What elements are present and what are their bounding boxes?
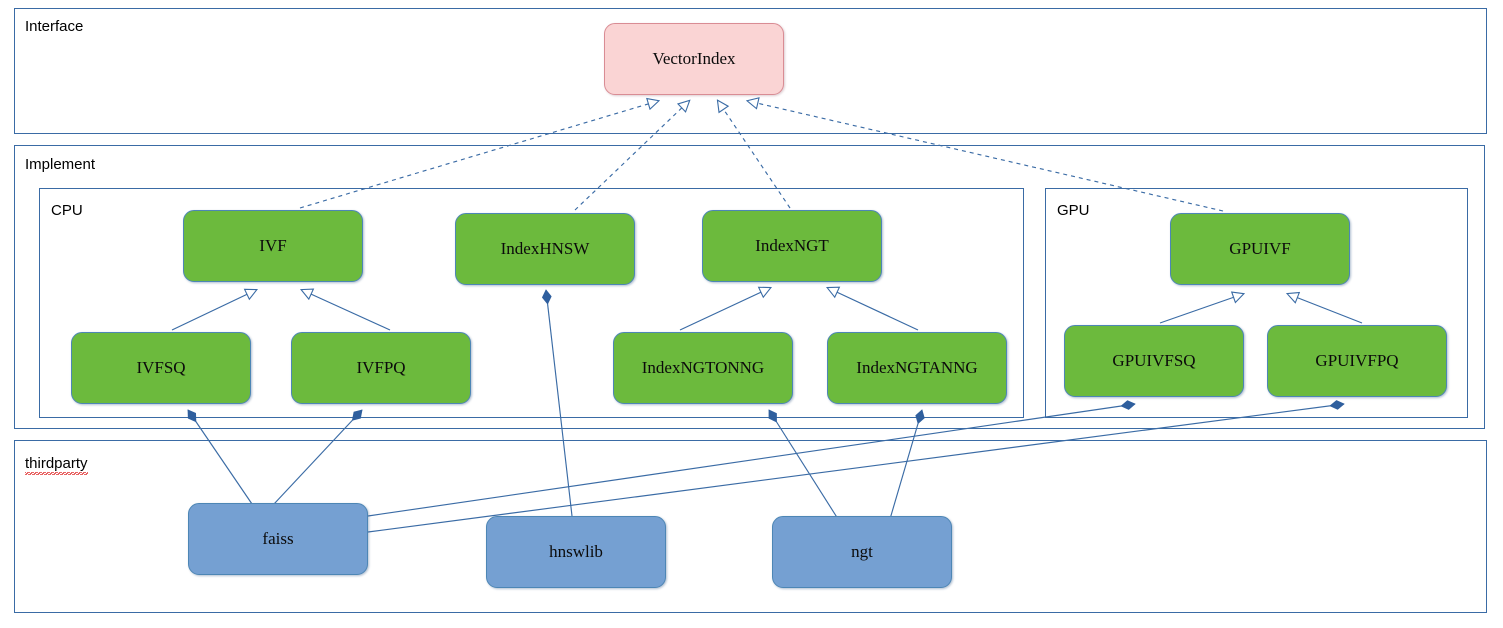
node-gpuivfsq[interactable]: GPUIVFSQ [1064,325,1244,397]
node-ivf[interactable]: IVF [183,210,363,282]
panel-cpu-label: CPU [51,202,83,219]
node-faiss[interactable]: faiss [188,503,368,575]
node-ivfpq[interactable]: IVFPQ [291,332,471,404]
node-hnswlib[interactable]: hnswlib [486,516,666,588]
node-indexngtanng[interactable]: IndexNGTANNG [827,332,1007,404]
node-gpuivf[interactable]: GPUIVF [1170,213,1350,285]
panel-interface-label: Interface [25,18,84,35]
node-indexngt[interactable]: IndexNGT [702,210,882,282]
node-vectorindex[interactable]: VectorIndex [604,23,784,95]
panel-thirdparty-label: thirdparty [25,455,88,475]
panel-gpu-label: GPU [1057,202,1090,219]
node-indexngtonng[interactable]: IndexNGTONNG [613,332,793,404]
panel-implement-label: Implement [25,156,96,173]
node-gpuivfpq[interactable]: GPUIVFPQ [1267,325,1447,397]
node-ngt[interactable]: ngt [772,516,952,588]
node-ivfsq[interactable]: IVFSQ [71,332,251,404]
node-indexhnsw[interactable]: IndexHNSW [455,213,635,285]
